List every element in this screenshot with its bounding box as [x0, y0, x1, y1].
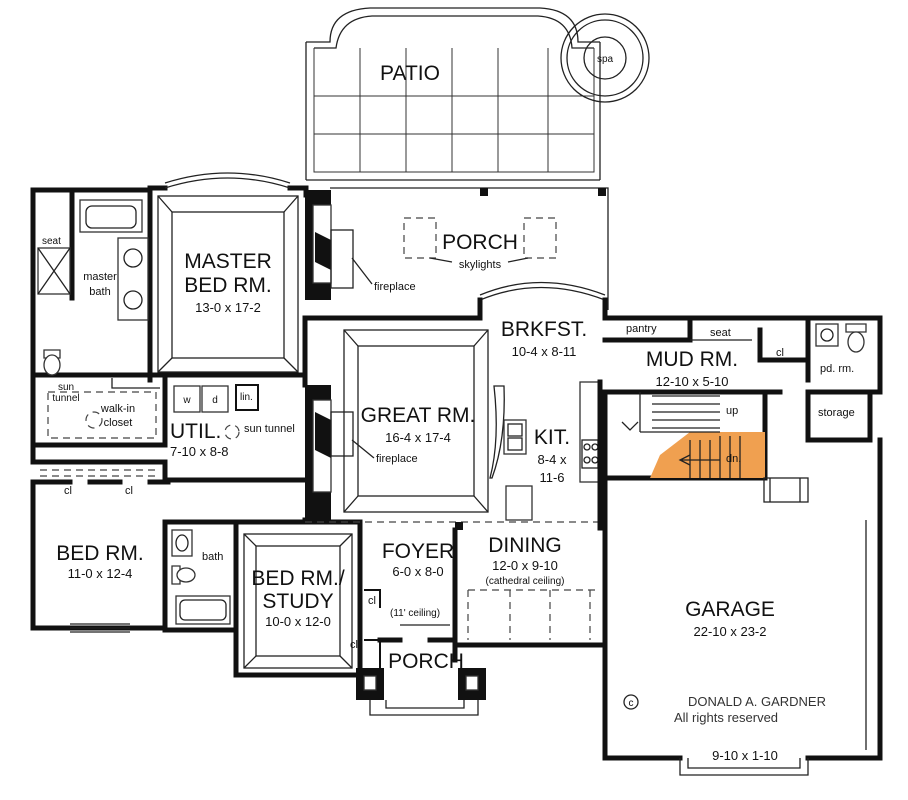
great-rm-dim: 16-4 x 17-4: [385, 430, 451, 445]
stair-highlight: [650, 432, 765, 478]
foyer-label: FOYER: [382, 540, 454, 563]
fireplace-upper: fireplace: [305, 190, 416, 300]
skylights-label: skylights: [459, 259, 502, 271]
rear-porch-label: PORCH: [442, 231, 518, 254]
brkfst-dim: 10-4 x 8-11: [512, 344, 577, 359]
pantry-label: pantry: [626, 323, 657, 335]
rear-porch: PORCH skylights: [330, 187, 609, 310]
washer-label: w: [182, 395, 191, 406]
dining: DINING 12-0 x 9-10 (cathedral ceiling): [452, 525, 608, 648]
kit-dim-2: 11-6: [539, 470, 564, 485]
hall-closets: cl cl: [30, 459, 171, 497]
foyer-dim: 6-0 x 8-0: [392, 564, 443, 579]
utility-room: w d lin. UTIL. sun tunnel 7-10 x 8-8: [162, 384, 308, 483]
walk-in-label-2: closet: [104, 417, 133, 429]
bedroom: BED RM. 11-0 x 12-4: [30, 479, 168, 633]
mud-rm-dim: 12-10 x 5-10: [656, 374, 729, 389]
kitchen: KIT. 8-4 x 11-6: [489, 379, 603, 531]
garage-dim: 22-10 x 23-2: [694, 624, 767, 639]
front-porch-label: PORCH: [388, 650, 464, 673]
stairs: up dn.: [602, 389, 809, 503]
bed-rm-dim: 11-0 x 12-4: [68, 566, 133, 581]
linen-label: lin.: [240, 392, 253, 403]
util-label: UTIL.: [170, 420, 221, 443]
bay-dim: 9-10 x 1-10: [712, 748, 778, 763]
dining-label: DINING: [488, 534, 562, 557]
sun-tunnel-1a: sun: [58, 382, 74, 393]
master-bath: seat master bath: [30, 187, 308, 465]
study-dim: 10-0 x 12-0: [265, 614, 331, 629]
designer-name: DONALD A. GARDNER: [688, 694, 826, 709]
study: BED RM./ STUDY 10-0 x 12-0: [233, 519, 363, 678]
hall-bath: bath: [162, 519, 239, 633]
stair-up-label: up: [726, 405, 738, 417]
seat-mud-label: seat: [710, 327, 731, 339]
walk-in-closet: sun tunnel walk-in closet: [30, 372, 168, 448]
patio-label: PATIO: [380, 62, 440, 85]
pd-rm-label: pd. rm.: [820, 363, 854, 375]
study-label-1: BED RM./: [251, 567, 345, 590]
util-dim: 7-10 x 8-8: [170, 444, 229, 459]
garage-label: GARAGE: [685, 598, 775, 621]
sun-tunnel-2: sun tunnel: [244, 423, 295, 435]
master-bath-label-2: bath: [89, 286, 110, 298]
mud-rm-label: MUD RM.: [646, 348, 738, 371]
bed-rm-label: BED RM.: [56, 542, 144, 565]
great-rm-label: GREAT RM.: [361, 404, 476, 427]
master-bed-label-1: MASTER: [184, 250, 272, 273]
patio: PATIO: [305, 7, 601, 181]
great-room: GREAT RM. 16-4 x 17-4: [302, 315, 600, 525]
fireplace-label-2: fireplace: [376, 453, 418, 465]
ceiling-11-label: (11' ceiling): [390, 608, 440, 619]
copyright-symbol: c: [629, 698, 634, 709]
storage: storage: [805, 389, 873, 443]
cl-label-b: cl: [125, 485, 133, 497]
bath-label: bath: [202, 551, 223, 563]
kit-label: KIT.: [534, 426, 570, 449]
rights-reserved: All rights reserved: [674, 710, 778, 725]
stair-dn-label: dn.: [726, 453, 741, 465]
study-label-2: STUDY: [262, 590, 333, 613]
cl-mud-label: cl: [776, 347, 784, 359]
mud-room: pantry seat cl MUD RM. 12-10 x 5-10: [602, 315, 883, 395]
master-bed-label-2: BED RM.: [184, 274, 272, 297]
foyer: FOYER 6-0 x 8-0 cl cl (11' ceiling): [350, 522, 463, 678]
front-porch: PORCH: [356, 637, 486, 716]
dryer-label: d: [212, 395, 218, 406]
cl-label-a: cl: [64, 485, 72, 497]
breakfast: BRKFST. 10-4 x 8-11: [477, 281, 608, 359]
credits: c DONALD A. GARDNER All rights reserved: [623, 694, 826, 725]
sun-tunnel-1b: tunnel: [52, 393, 79, 404]
cl-foyer-1: cl: [368, 595, 376, 607]
cathedral-label: (cathedral ceiling): [486, 576, 565, 587]
powder-room: pd. rm.: [805, 323, 883, 395]
brkfst-label: BRKFST.: [501, 318, 587, 341]
garage: GARAGE 22-10 x 23-2 9-10 x 1-10: [602, 437, 883, 776]
master-bed-dim: 13-0 x 17-2: [195, 300, 261, 315]
walk-in-label-1: walk-in: [100, 403, 135, 415]
fireplace-lower: fireplace: [305, 385, 418, 520]
storage-label: storage: [818, 407, 855, 419]
master-bedroom: MASTER BED RM. 13-0 x 17-2: [147, 172, 309, 383]
seat-bath-label: seat: [42, 236, 61, 247]
kit-dim-1: 8-4 x: [538, 452, 567, 467]
master-bath-label-1: master: [83, 271, 117, 283]
spa: spa: [560, 13, 650, 103]
dining-dim: 12-0 x 9-10: [492, 558, 558, 573]
fireplace-label-1: fireplace: [374, 281, 416, 293]
spa-label: spa: [597, 54, 614, 65]
cl-foyer-2: cl: [350, 639, 358, 651]
